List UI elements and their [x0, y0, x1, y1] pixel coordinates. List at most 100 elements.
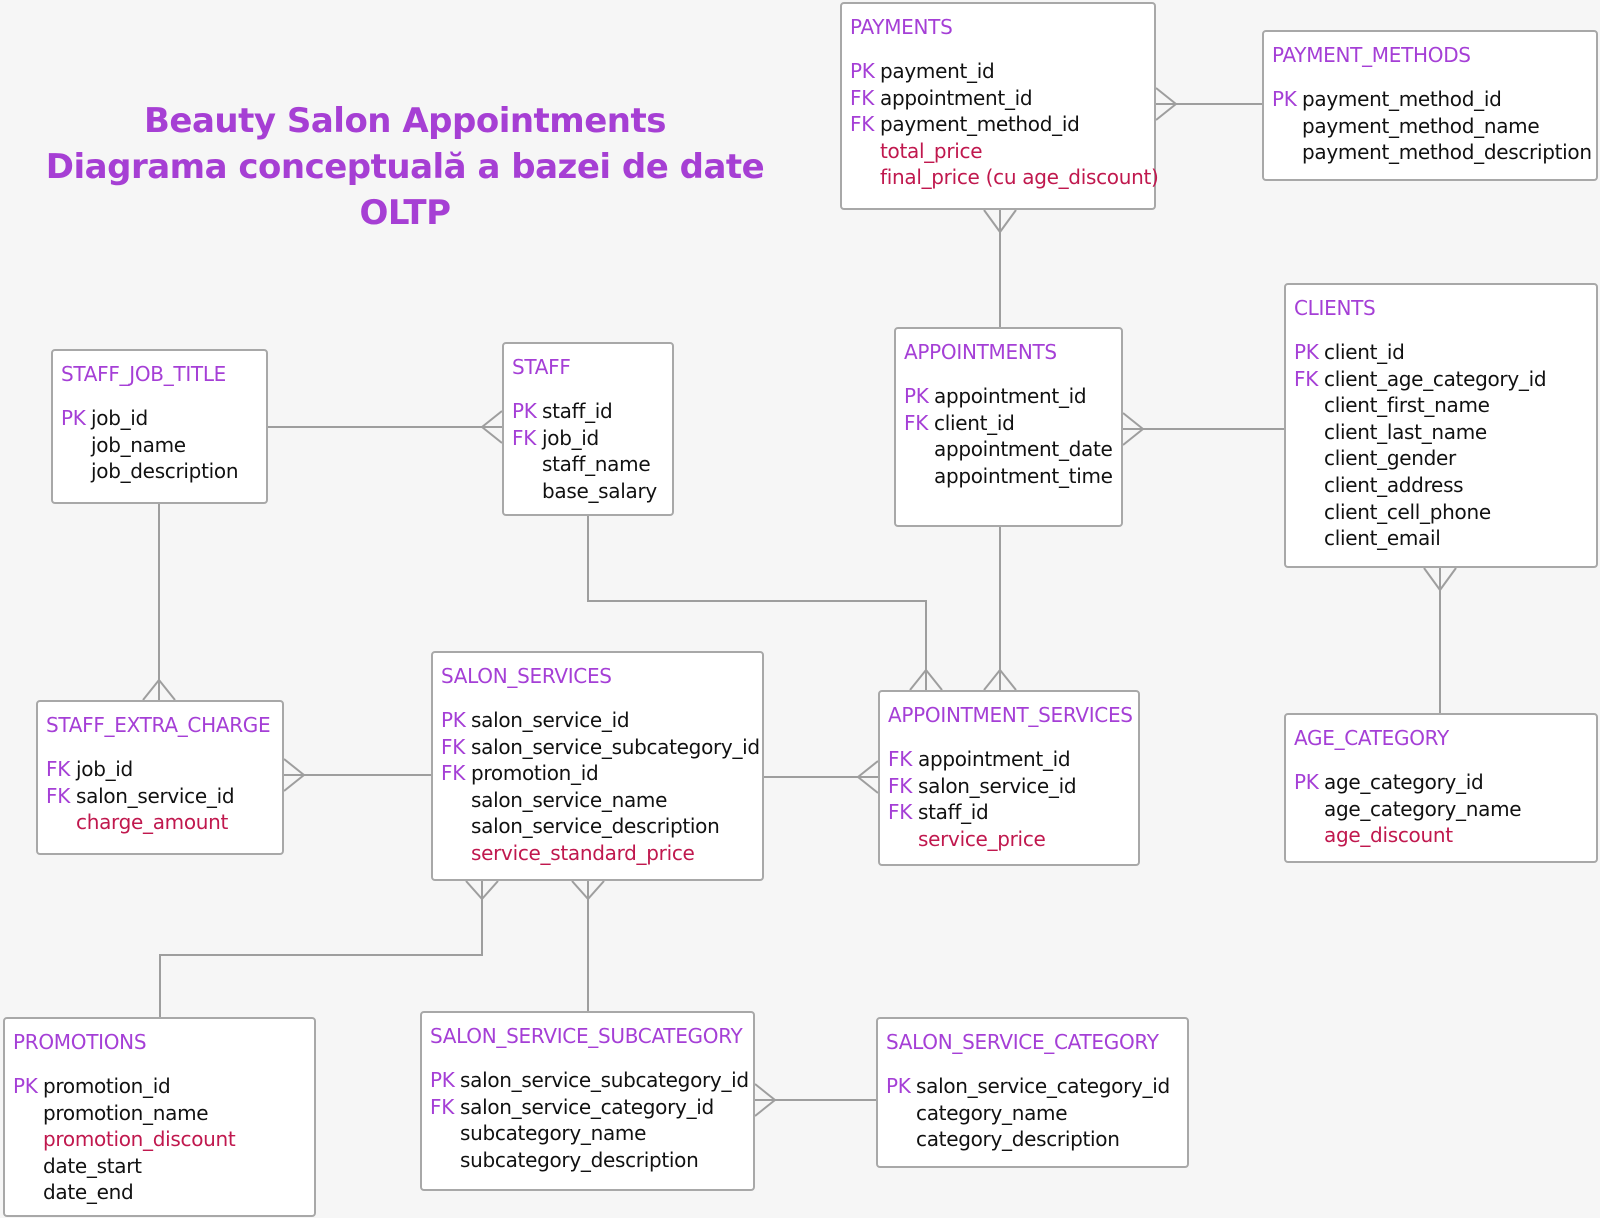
- rel-subcategory-category: [754, 1083, 876, 1117]
- fk-marker: FK: [888, 773, 913, 798]
- attribute-name: job_description: [91, 459, 239, 484]
- attribute-name: final_price (cu age_discount): [880, 165, 1159, 190]
- rel-salon-services-promotions: [159, 880, 499, 1017]
- attribute-name: promotion_discount: [43, 1127, 236, 1152]
- rel-salon-services-appointment-services: [764, 760, 879, 794]
- attribute-name: promotion_id: [471, 761, 599, 786]
- attribute-row: service_standard_price: [441, 840, 754, 867]
- attribute-name: payment_method_name: [1302, 113, 1540, 138]
- attribute-row: salon_service_description: [441, 813, 754, 840]
- attribute-name: charge_amount: [76, 810, 229, 835]
- attribute-row: age_discount: [1294, 822, 1588, 849]
- attribute-name: subcategory_name: [460, 1121, 647, 1146]
- pk-marker: PK: [1272, 87, 1297, 111]
- fk-marker: FK: [850, 85, 875, 110]
- fk-marker: FK: [46, 783, 71, 808]
- attribute-row: date_end: [13, 1179, 306, 1206]
- entity-name: STAFF_JOB_TITLE: [61, 362, 227, 386]
- rel-clients-age-category: [1423, 567, 1457, 713]
- attribute-name: payment_id: [880, 59, 995, 83]
- entity-name: STAFF: [512, 355, 571, 379]
- entity-name: SALON_SERVICES: [441, 664, 612, 688]
- attribute-name: client_cell_phone: [1324, 499, 1491, 524]
- attribute-row: promotion_discount: [13, 1126, 306, 1153]
- attribute-name: appointment_time: [934, 463, 1113, 488]
- attribute-name: service_standard_price: [471, 840, 695, 865]
- attribute-row: appointment_date: [904, 436, 1113, 463]
- attribute-name: appointment_id: [934, 384, 1087, 408]
- pk-marker: PK: [430, 1068, 455, 1092]
- diagram-title-line-1: Beauty Salon Appointments: [143, 101, 667, 141]
- entity-name: SALON_SERVICE_CATEGORY: [886, 1030, 1159, 1054]
- attribute-name: client_address: [1324, 472, 1464, 497]
- attribute-row: payment_method_description: [1272, 139, 1592, 166]
- fk-marker: FK: [1294, 366, 1319, 391]
- attribute-name: salon_service_id: [918, 773, 1077, 798]
- entity-name: PROMOTIONS: [13, 1030, 147, 1054]
- fk-marker: FK: [441, 761, 466, 786]
- attribute-row: client_gender: [1294, 445, 1588, 472]
- attribute-row: salon_service_name: [441, 787, 754, 814]
- attribute-name: subcategory_description: [460, 1147, 699, 1172]
- attribute-row: charge_amount: [46, 809, 274, 836]
- attribute-name: salon_service_subcategory_id: [471, 734, 760, 759]
- attribute-row: client_last_name: [1294, 419, 1588, 446]
- attribute-row: client_email: [1294, 525, 1588, 552]
- attribute-name: appointment_id: [918, 747, 1071, 771]
- attribute-name: client_id: [1324, 340, 1405, 364]
- attribute-name: salon_service_subcategory_id: [460, 1068, 749, 1092]
- attribute-row: base_salary: [512, 478, 664, 505]
- diagram-title: Beauty Salon Appointments Diagrama conce…: [0, 98, 810, 236]
- fk-marker: FK: [888, 800, 913, 825]
- entity-name: APPOINTMENTS: [904, 340, 1057, 364]
- attribute-name: client_id: [934, 410, 1015, 435]
- rel-payments-appointments: [983, 209, 1017, 327]
- fk-marker: FK: [46, 757, 71, 781]
- attribute-name: client_email: [1324, 526, 1441, 551]
- attribute-row: category_description: [886, 1126, 1179, 1153]
- attribute-name: salon_service_id: [76, 783, 235, 808]
- diagram-title-line-2: Diagrama conceptuală a bazei de date OLT…: [45, 147, 765, 233]
- attribute-name: job_name: [91, 432, 186, 457]
- attribute-name: job_id: [76, 757, 133, 781]
- attribute-row: job_description: [61, 458, 258, 485]
- pk-marker: PK: [886, 1074, 911, 1098]
- attribute-name: job_id: [91, 406, 148, 430]
- attribute-name: client_first_name: [1324, 393, 1490, 418]
- attribute-name: appointment_id: [880, 85, 1033, 110]
- attribute-name: staff_id: [918, 800, 989, 825]
- fk-marker: FK: [850, 112, 875, 137]
- attribute-name: date_end: [43, 1180, 134, 1205]
- attribute-name: category_name: [916, 1100, 1068, 1125]
- attribute-name: salon_service_id: [471, 708, 630, 732]
